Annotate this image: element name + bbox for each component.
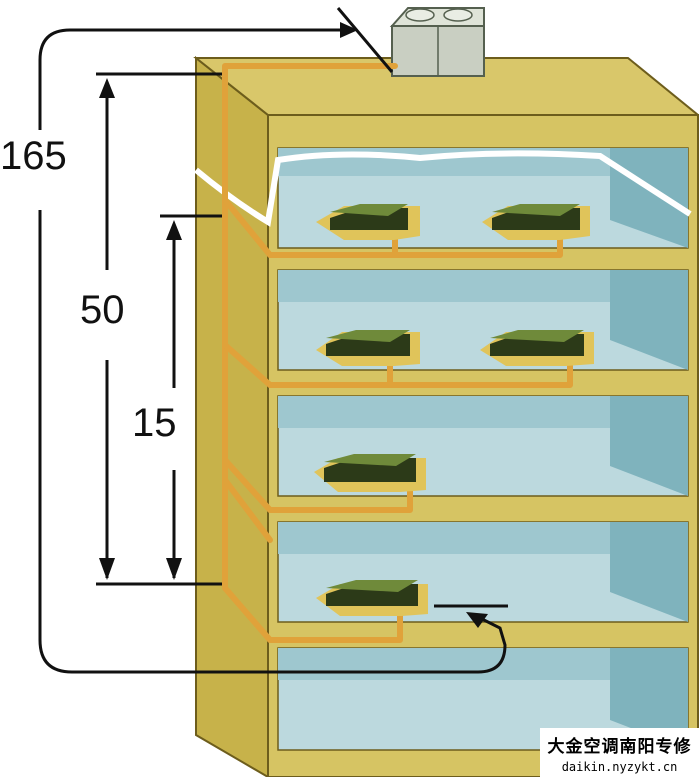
dimension-lines (38, 7, 508, 674)
watermark-title: 大金空调南阳专修 (547, 737, 692, 757)
outdoor-unit-icon (389, 7, 485, 77)
dimension-165-label: 165 (0, 134, 67, 178)
building-side-face (195, 55, 269, 777)
indoor-unit-icon (316, 330, 420, 366)
indoor-unit-icon (316, 204, 420, 240)
dimension-50-label: 50 (80, 288, 125, 332)
watermark: 大金空调南阳专修 daikin.nyzykt.cn (540, 728, 699, 777)
dimension-165-arrow (38, 28, 340, 130)
refrigerant-pipes (222, 63, 573, 643)
watermark-url: daikin.nyzykt.cn (561, 760, 678, 774)
indoor-unit-icon (314, 454, 426, 492)
floor-2 (277, 269, 689, 371)
indoor-unit-icon (482, 204, 590, 240)
cutaway-line (194, 150, 692, 227)
indoor-unit-icon (316, 580, 428, 616)
dimension-15-label: 15 (132, 401, 177, 445)
indoor-unit-icon (480, 330, 594, 366)
